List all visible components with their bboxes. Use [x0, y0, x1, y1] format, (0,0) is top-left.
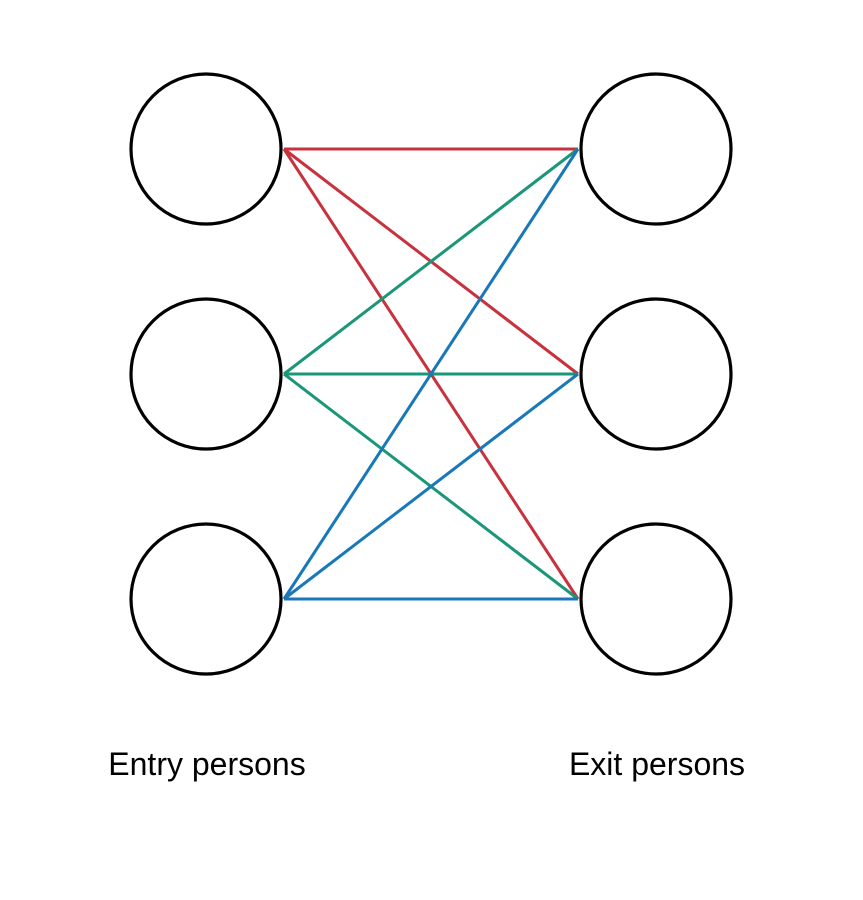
- exit-1-node: [579, 72, 733, 226]
- exit-2-node: [579, 297, 733, 451]
- entry-2-node: [129, 297, 283, 451]
- edge-entry-3-to-exit-2: [283, 372, 579, 601]
- entry-3-node: [129, 522, 283, 676]
- nodes-group: [129, 72, 733, 676]
- entry-persons-label: Entry persons: [108, 746, 306, 782]
- exit-3-node: [579, 522, 733, 676]
- edges-group: [282, 147, 580, 601]
- exit-persons-label: Exit persons: [568, 746, 746, 782]
- edge-entry-3-to-exit-1: [282, 148, 580, 600]
- edge-entry-2-to-exit-1: [283, 147, 579, 376]
- entry-1-node: [129, 72, 283, 226]
